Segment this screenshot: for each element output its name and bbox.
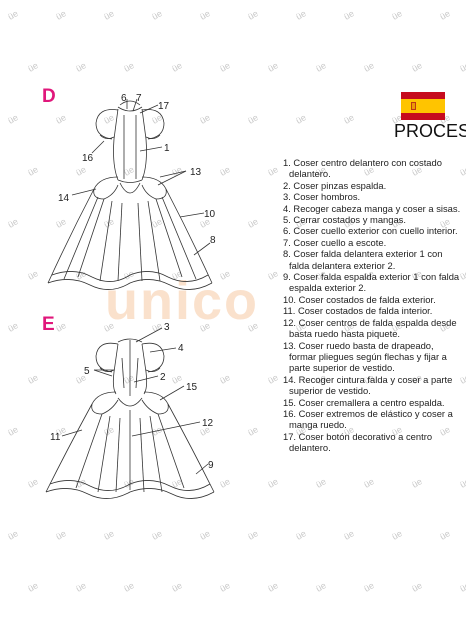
watermark-logo-icon: üe <box>390 528 404 542</box>
callout-label: 1 <box>164 143 170 154</box>
callout-label: 7 <box>136 93 142 104</box>
watermark-logo-icon: üe <box>294 112 308 126</box>
watermark-logo-icon: üe <box>170 580 184 594</box>
watermark-logo-icon: üe <box>170 60 184 74</box>
watermark-logo-icon: üe <box>102 528 116 542</box>
watermark-logo-icon: üe <box>314 476 328 490</box>
section-letter-e: E <box>42 314 55 335</box>
callout-label: 17 <box>158 101 170 112</box>
callout-label: 11 <box>50 432 61 443</box>
watermark-logo-icon: üe <box>122 580 136 594</box>
watermark-logo-icon: üe <box>6 528 20 542</box>
dress-front-diagram: 6 7 17 1 16 13 14 10 8 <box>47 93 216 290</box>
callout-label: 10 <box>204 209 216 220</box>
watermark-logo-icon: üe <box>294 8 308 22</box>
callout-label: 16 <box>82 153 94 164</box>
step-item: 11. Coser costados de falda interior. <box>283 305 433 317</box>
callout-label: 6 <box>121 93 127 104</box>
watermark-logo-icon: üe <box>342 528 356 542</box>
watermark-logo-icon: üe <box>150 528 164 542</box>
watermark-logo-icon: üe <box>74 60 88 74</box>
callout-label: 2 <box>160 372 166 383</box>
watermark-logo-icon: üe <box>362 580 376 594</box>
process-steps-list: 1. Coser centro delantero con costado de… <box>283 157 461 454</box>
watermark-logo-icon: üe <box>410 476 424 490</box>
watermark-logo-icon: üe <box>218 580 232 594</box>
watermark-logo-icon: üe <box>362 476 376 490</box>
watermark-logo-icon: üe <box>246 528 260 542</box>
callout-label: 13 <box>190 167 202 178</box>
watermark-logo-icon: üe <box>438 528 452 542</box>
watermark-logo-icon: üe <box>314 580 328 594</box>
step-item: 5. Cerrar costados y mangas. <box>283 214 406 226</box>
watermark-logo-icon: üe <box>6 8 20 22</box>
watermark-logo-icon: üe <box>122 60 136 74</box>
step-item: 13. Coser ruedo basta de drapeado, forma… <box>283 339 447 374</box>
section-letter-d: D <box>42 86 56 107</box>
callout-label: 14 <box>58 193 70 204</box>
watermark-logo-icon: üe <box>458 476 466 490</box>
step-item: 6. Coser cuello exterior con cuello inte… <box>283 225 458 237</box>
watermark-logo-icon: üe <box>458 580 466 594</box>
watermark-logo-icon: üe <box>102 8 116 22</box>
step-item: 7. Coser cuello a escote. <box>283 236 387 248</box>
spain-flag-icon <box>401 92 445 120</box>
step-item: 17. Coser botón decorativo a centro dela… <box>283 430 433 454</box>
callout-label: 4 <box>178 343 184 354</box>
watermark-logo-icon: üe <box>26 580 40 594</box>
watermark-logo-icon: üe <box>342 8 356 22</box>
watermark-logo-icon: üe <box>54 8 68 22</box>
step-item: 2. Coser pinzas espalda. <box>283 179 387 191</box>
step-item: 3. Coser hombros. <box>283 191 361 203</box>
watermark-logo-icon: üe <box>26 60 40 74</box>
watermark-logo-icon: üe <box>362 60 376 74</box>
watermark-logo-icon: üe <box>266 60 280 74</box>
watermark-logo-icon: üe <box>246 8 260 22</box>
watermark-logo-icon: üe <box>150 8 164 22</box>
watermark-logo-icon: üe <box>342 112 356 126</box>
watermark-logo-icon: üe <box>410 580 424 594</box>
watermark-logo-icon: üe <box>294 528 308 542</box>
watermark-logo-icon: üe <box>218 60 232 74</box>
callout-label: 8 <box>210 235 216 246</box>
step-item: 4. Recoger cabeza manga y coser a sisas. <box>283 202 461 214</box>
dress-back-diagram: 3 4 5 2 15 12 11 9 <box>45 322 215 499</box>
watermark-logo-icon: üe <box>74 580 88 594</box>
callout-label: 9 <box>208 460 214 471</box>
step-item: 16. Coser extremos de elástico y coser a… <box>283 407 453 431</box>
step-item: 8. Coser falda delantera exterior 1 con … <box>283 248 443 271</box>
step-item: 10. Coser costados de falda exterior. <box>283 293 436 305</box>
watermark-logo-icon: üe <box>266 580 280 594</box>
watermark-logo-icon: üe <box>410 60 424 74</box>
page-title: PROCESO <box>394 121 466 141</box>
watermark-logo-icon: üe <box>198 8 212 22</box>
step-item: 1. Coser centro delantero con costado de… <box>283 157 442 180</box>
step-item: 9. Coser falda espalda exterior 1 con fa… <box>283 271 460 294</box>
watermark-logo-icon: üe <box>390 8 404 22</box>
watermark-logo-icon: üe <box>54 528 68 542</box>
callout-label: 12 <box>202 418 214 429</box>
watermark-logo-icon: üe <box>458 60 466 74</box>
callout-label: 3 <box>164 322 170 333</box>
step-item: 14. Recoger cintura falda y coser a part… <box>283 373 453 397</box>
watermark-logo-icon: üe <box>314 60 328 74</box>
callout-label: 15 <box>186 382 198 393</box>
watermark-logo-icon: üe <box>198 528 212 542</box>
step-item: 15. Coser cremallera a centro espalda. <box>283 396 445 408</box>
step-item: 12. Coser centros de falda espalda desde… <box>283 316 457 340</box>
watermark-logo-icon: üe <box>438 8 452 22</box>
callout-label: 5 <box>84 366 90 377</box>
